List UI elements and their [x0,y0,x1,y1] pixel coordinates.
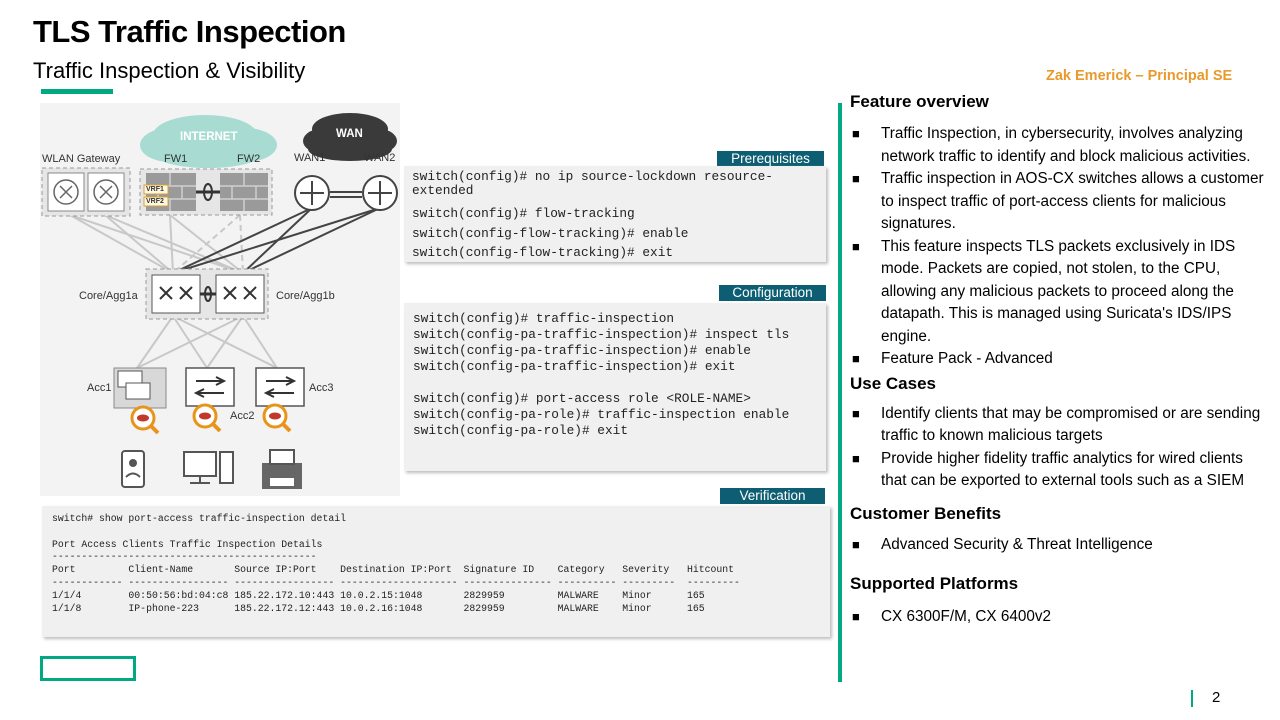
label-vrf2: VRF2 [146,198,164,205]
label-core-agg1b: Core/Agg1b [276,290,335,302]
prerequisites-tag: Prerequisites [717,151,824,167]
customer-benefits-heading: Customer Benefits [850,503,1002,523]
code-line: switch(config-pa-traffic-inspection)# ex… [413,359,736,374]
inspection-lens-icons [130,403,292,435]
code-line: Port Access Clients Traffic Inspection D… [52,538,323,550]
code-line: switch# show port-access traffic-inspect… [52,513,346,524]
feature-overview-heading: Feature overview [850,92,989,111]
wan-routers [294,175,398,211]
code-line: switch(config-flow-tracking)# enable [412,225,689,241]
code-line: switch(config-flow-tracking)# exit [412,245,674,260]
code-line: switch(config-pa-role)# traffic-inspecti… [413,407,790,422]
label-vrf1: VRF1 [146,186,164,193]
label-wan: WAN [336,128,363,140]
code-line: switch(config)# port-access role <ROLE-N… [413,391,751,406]
code-line: switch(config)# no ip source-lockdown re… [412,169,773,198]
slide-subtitle: Traffic Inspection & Visibility [33,58,306,83]
core-switches [145,268,269,320]
code-line: 1/1/8 IP-phone-223 185.22.172.12:443 10.… [52,602,705,614]
configuration-tag: Configuration [719,285,826,301]
bullet-icon: ■ [852,536,860,552]
wan-cloud [303,113,397,161]
internet-cloud [140,115,277,168]
supported-platforms-heading: Supported Platforms [850,574,1019,593]
right-panel: Feature overview ■Traffic Inspection, in… [850,92,1270,629]
network-diagram: WLAN Gateway INTERNET FW1 FW2 VRF1 VRF2 … [40,103,400,496]
customer-benefits-list: ■Advanced Security & Threat Intelligence [850,534,1270,557]
slide-title: TLS Traffic Inspection [33,14,346,49]
label-acc2: Acc2 [230,410,255,422]
code-line: switch(config)# flow-tracking [412,206,635,221]
label-wan1: WAN1 [294,152,326,164]
use-cases-heading: Use Cases [850,373,937,393]
wan-links [172,207,381,274]
code-line: ----------------------------------------… [52,551,317,563]
bullet-icon: ■ [852,351,860,366]
list-item: ■Identify clients that may be compromise… [852,404,1261,445]
code-line: ------------ ----------------- ---------… [52,576,740,588]
bullet-icon: ■ [852,126,860,141]
list-item: ■This feature inspects TLS packets exclu… [852,237,1236,345]
upper-links [69,214,244,274]
prerequisites-code: switch(config)# no ip source-lockdown re… [404,166,826,262]
label-wan2: WAN2 [364,152,396,164]
bullet-icon: ■ [852,171,860,186]
access-links [136,315,278,369]
list-item: ■Feature Pack - Advanced [850,348,1270,371]
label-fw2: FW2 [237,153,261,165]
code-line: switch(config)# traffic-inspection [413,311,675,326]
supported-platforms-list: ■CX 6300F/M, CX 6400v2 [850,606,1270,629]
bullet-icon: ■ [852,405,860,421]
wlan-gateway [41,167,131,217]
label-wlan-gateway: WLAN Gateway [42,153,121,165]
use-cases-list: ■Identify clients that may be compromise… [850,403,1270,493]
code-line: Port Client-Name Source IP:Port Destinat… [52,564,734,576]
list-item: ■Provide higher fidelity traffic analyti… [852,449,1245,490]
hpe-logo [40,656,136,681]
verification-tag: Verification [720,488,825,504]
list-item: ■Advanced Security & Threat Intelligence [850,534,1270,557]
firewall-block [139,168,273,216]
label-internet: INTERNET [180,131,238,143]
access-switches [113,367,305,409]
list-item: ■CX 6300F/M, CX 6400v2 [850,606,1270,629]
configuration-code: switch(config)# traffic-inspection switc… [404,303,826,471]
bullet-icon: ■ [852,450,860,466]
code-line [404,375,826,391]
verification-code: switch# show port-access traffic-inspect… [42,506,830,637]
label-acc1: Acc1 [87,382,112,394]
label-fw1: FW1 [164,153,188,165]
code-line: switch(config-pa-traffic-inspection)# en… [413,343,751,358]
code-line: 1/1/4 00:50:56:bd:04:c8 185.22.172.10:44… [52,589,705,601]
title-accent-bar [41,89,113,94]
right-panel-rule [838,103,842,682]
code-line: switch(config-pa-role)# exit [413,423,629,438]
end-devices [121,449,302,489]
list-item: ■Traffic Inspection, in cybersecurity, i… [852,125,1251,165]
bullet-icon: ■ [852,609,860,624]
code-line: switch(config-pa-traffic-inspection)# in… [413,327,790,342]
presenter-name: Zak Emerick – Principal SE [1046,68,1233,84]
label-core-agg1a: Core/Agg1a [79,290,138,302]
page-number: 2 [1212,689,1221,706]
list-item: ■Traffic inspection in AOS-CX switches a… [852,170,1264,232]
bullet-icon: ■ [852,238,860,254]
feature-overview-list: ■Traffic Inspection, in cybersecurity, i… [850,123,1270,371]
label-acc3: Acc3 [309,382,334,394]
page-number-bar [1191,690,1193,707]
code-line [42,526,830,539]
network-diagram-svg [41,113,398,489]
